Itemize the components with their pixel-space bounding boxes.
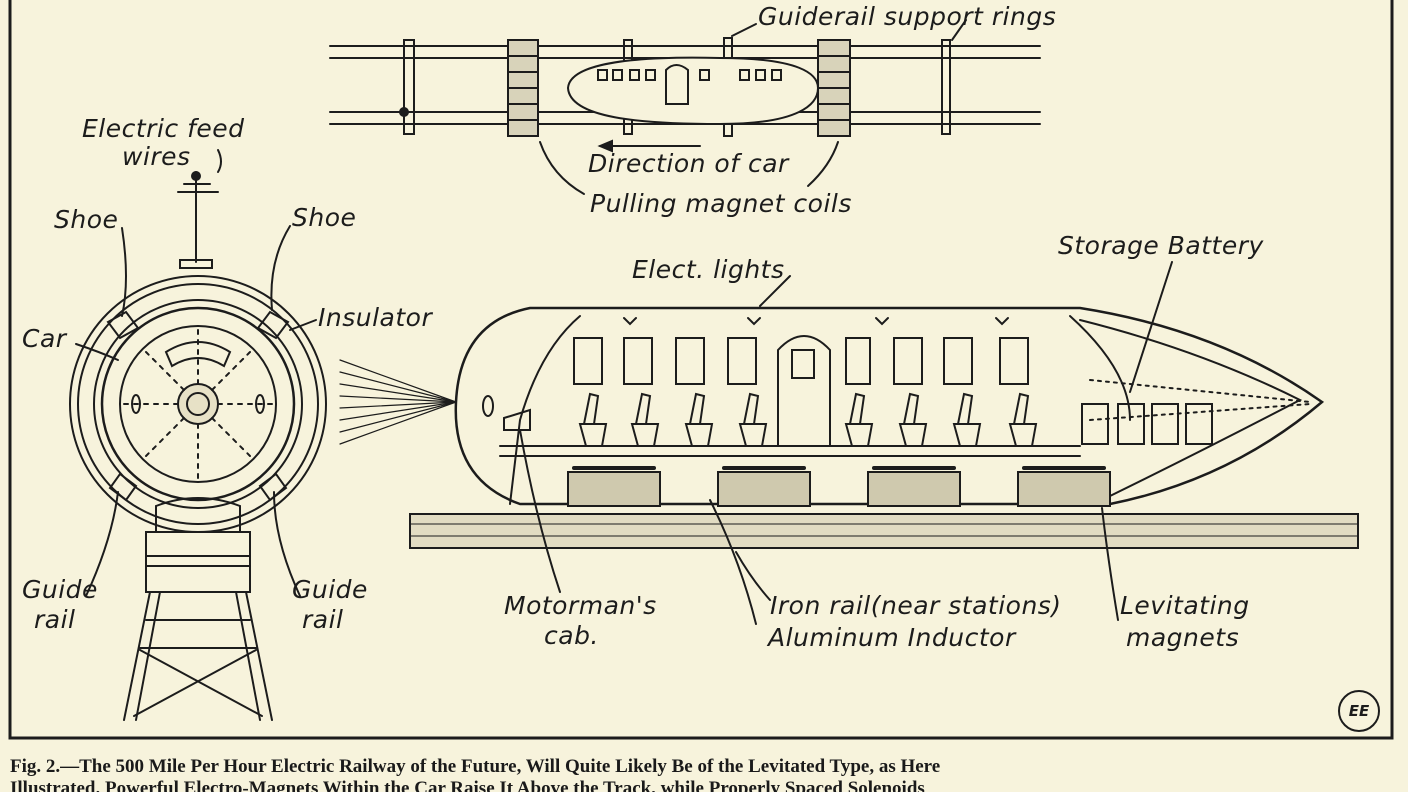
levitating-magnets-label-2: magnets [1126,623,1240,652]
guide-rail-right-label: Guide [292,575,368,604]
guiderail-support-rings-label: Guiderail support rings [758,2,1057,31]
shoe-right-label: Shoe [292,203,357,232]
end-view-car [69,149,327,721]
ceiling-lights [623,317,1009,326]
guide-rail-left-label: Guide [22,575,98,604]
insulator-label: Insulator [318,303,433,332]
headlight-rays [339,359,457,445]
caption-line-1: Fig. 2.—The 500 Mile Per Hour Electric R… [10,756,941,777]
direction-of-car-label: Direction of car [588,149,789,178]
figure-border [8,0,1394,740]
side-view-car [409,261,1359,625]
ee-monogram: EE [1338,690,1380,732]
motormans-cab-label-2: cab. [544,621,599,650]
electric-feed-label: Electric feed [82,114,245,143]
top-view-guiderail [329,19,1041,195]
motormans-cab-label: Motorman's [504,591,657,620]
elect-lights-label: Elect. lights [632,255,785,284]
guide-rail-right-label-2: rail [302,605,344,634]
iron-rail-label: Iron rail(near stations) [770,591,1062,620]
storage-battery-label: Storage Battery [1058,231,1264,260]
electric-feed-wires-label: wires [122,142,191,171]
pulling-magnet-coils-label: Pulling magnet coils [590,189,852,218]
levitating-magnets-label: Levitating [1120,591,1250,620]
storage-battery-cells [1081,403,1213,445]
aluminum-inductor-label: Aluminum Inductor [768,623,1016,652]
shoe-left-label: Shoe [54,205,119,234]
windows [573,337,1029,385]
car-label: Car [22,324,67,353]
seats [578,392,1038,447]
caption-line-2: Illustrated. Powerful Electro-Magnets Wi… [10,778,925,792]
figure-caption: Fig. 2.—The 500 Mile Per Hour Electric R… [10,756,1400,792]
guide-rail-left-label-2: rail [34,605,76,634]
levitating-magnets [567,471,1111,507]
